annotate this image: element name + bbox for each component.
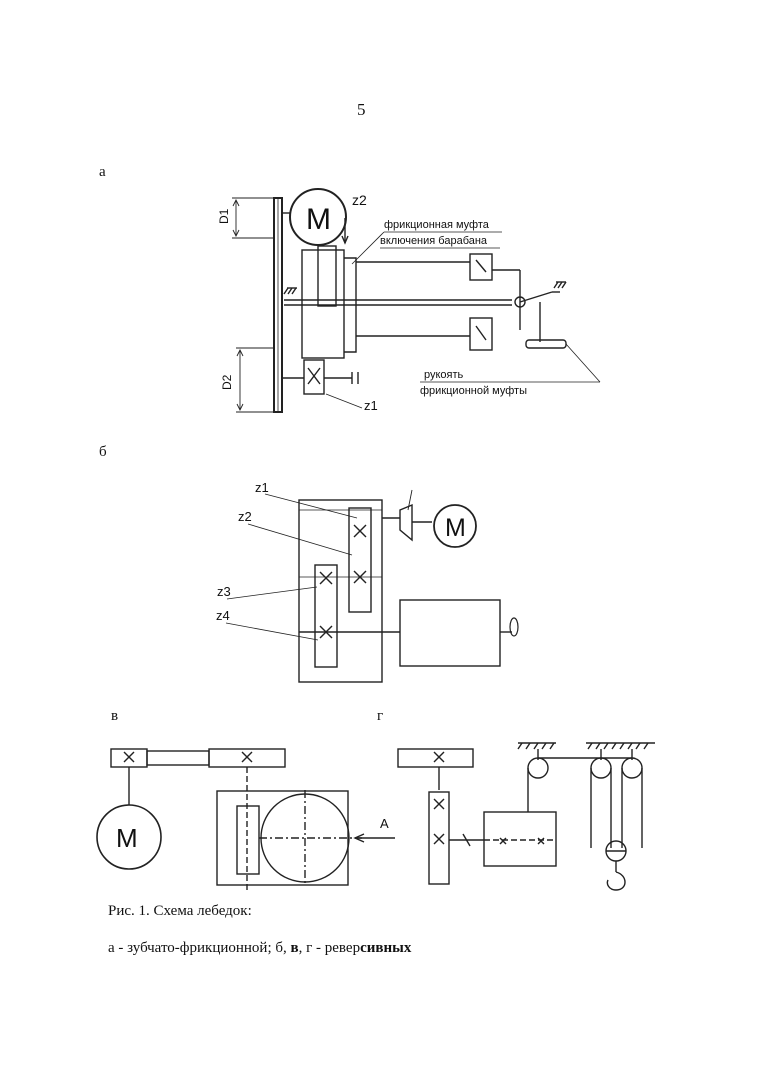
gearbox-housing-b [298, 499, 383, 683]
motor-v [96, 804, 162, 870]
sheave-1-g [527, 757, 549, 779]
gearbox-housing-a [301, 249, 345, 359]
gear-z1-z2-b [348, 507, 372, 613]
gear-small-v [110, 748, 148, 768]
z2-label-a: z2 [352, 192, 367, 208]
clutch-label-line2: включения барабана [380, 235, 488, 247]
friction-clutch-upper [469, 253, 493, 281]
scheme-v: M A [96, 748, 395, 890]
figure-caption-line2: а - зубчато-фрикционной; б, в, г - ревер… [108, 940, 411, 957]
drum-b [399, 599, 501, 667]
motor-a [289, 188, 347, 246]
caption-part-bold-v: в [290, 940, 299, 956]
sheave-2-g [590, 757, 612, 779]
gear-z3-z4-b [314, 564, 338, 668]
hook-g [606, 871, 626, 891]
caption-part-bold-end: сивных [360, 940, 412, 956]
panel-label-v: в [111, 708, 119, 724]
motor-b-label: M [445, 514, 466, 542]
motor-a-label: M [306, 203, 331, 236]
motor-b [433, 504, 477, 548]
friction-clutch-lower [469, 317, 493, 351]
z4-label-b: z4 [216, 608, 230, 623]
gear-column-g [428, 791, 450, 885]
z2-label-b: z2 [238, 509, 252, 524]
clutch-label-line1: фрикционная муфта [384, 219, 490, 231]
z3-label-b: z3 [217, 584, 231, 599]
d1-label: D1 [217, 208, 231, 224]
gear-large-v [208, 748, 286, 768]
panel-label-g: г [377, 708, 384, 724]
sheave-3-g [621, 757, 643, 779]
page-number: 5 [357, 100, 366, 119]
scheme-g [397, 742, 655, 891]
z1-label-b: z1 [255, 480, 269, 495]
drum-g [483, 811, 557, 867]
handle-label-line2: фрикционной муфты [420, 385, 527, 397]
handle-label-line1: рукоять [424, 369, 464, 381]
caption-part-2: , г - ревер [298, 940, 361, 956]
caption-part-1: а - зубчато-фрикционной; б, [108, 940, 291, 956]
gear-g [397, 748, 474, 768]
panel-label-a: а [99, 164, 106, 180]
motor-v-label: M [116, 823, 138, 853]
scheme-b: M z1 z2 z3 z4 [216, 480, 519, 683]
d2-label: D2 [220, 374, 234, 390]
drum-housing-v [216, 790, 349, 886]
panel-label-b: б [99, 444, 107, 460]
z1-label-a: z1 [364, 398, 378, 413]
scheme-a: M D1 z2 фрикционная муфта включения бара… [217, 188, 601, 413]
gear-z1-a [303, 359, 325, 395]
arrow-a-label: A [380, 816, 389, 831]
figure-caption-line1: Рис. 1. Схема лебедок: [108, 903, 252, 919]
